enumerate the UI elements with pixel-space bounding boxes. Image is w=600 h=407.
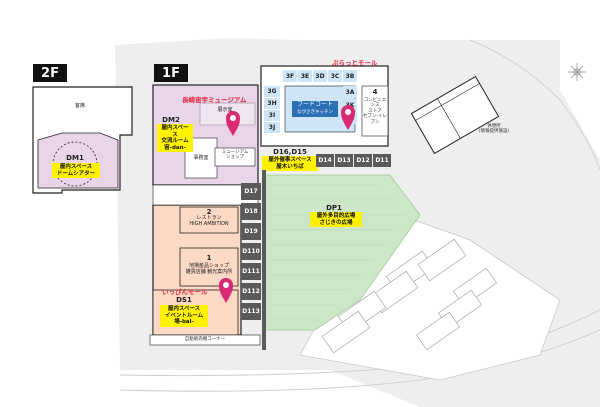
stall-column: D17 D18 D19 D110 D111 D112 D113 [241,183,261,320]
shop-cell[interactable]: 3B [343,70,357,82]
stall-cell[interactable]: D11 [373,154,391,167]
rest-area-building [410,75,500,155]
shop-cell[interactable]: 3C [328,70,342,82]
shop-cell[interactable]: 3L [343,112,357,124]
stall-cell[interactable]: D12 [354,154,372,167]
stall-cell[interactable]: D110 [241,243,261,260]
atm-strip [149,334,261,346]
dp1-label[interactable]: 屋外多目的広場 さじきの広場 [310,212,362,228]
restaurant-label[interactable]: レストラン HIGH AMBITION [189,215,229,227]
stall-cell[interactable]: D113 [241,303,261,320]
stall-row: D14 D13 D12 D11 [316,154,391,167]
stall-cell[interactable]: D19 [241,223,261,240]
shop-cell[interactable]: 3H [264,98,280,109]
shop-cell[interactable]: 3G [264,86,280,97]
stall-cell[interactable]: D13 [335,154,353,167]
foodcourt-top-shops: 3F 3E 3D 3C 3B [283,70,357,82]
d16-code: D16,D15 [273,148,307,156]
stall-cell[interactable]: D18 [241,203,261,220]
floor-2f-badge: 2F [33,64,67,82]
ds1-code: DS1 [176,296,192,304]
ds1-label[interactable]: 屋内スペース イベントルーム 場-bal- [160,305,208,327]
dp1-code: DP1 [326,204,342,212]
museum-shop-label: ミュージアム ショップ [221,150,249,161]
dm2-code: DM2 [162,116,180,124]
shop-cell[interactable]: 3J [264,122,280,133]
shop-cell[interactable]: 3F [283,70,297,82]
parking-stalls [321,238,497,354]
dm1-code: DM1 [66,154,84,162]
stall-column-backing [262,170,266,350]
shop-cell[interactable]: 3E [298,70,312,82]
foodcourt-title: フードコート [296,101,333,108]
restaurant-number: 2 [206,208,212,216]
foodcourt-right-shops: 3A 3K 3L [343,86,357,124]
foodcourt-title-box[interactable]: フードコート ながさきキッチン [292,101,338,117]
floor1-shop-area [214,147,256,167]
shop-number: 1 [206,254,212,262]
exhibit-room-label: 展示室 [217,107,233,113]
shop-cell[interactable]: 3I [264,110,280,121]
store-box [361,85,389,137]
restaurant-box [179,206,239,234]
d16-label[interactable]: 屋外催事スペース 屋木いちば [262,156,318,172]
office-label: 事務室 [193,155,209,161]
stall-cell[interactable]: D17 [241,183,261,200]
floor-1f-badge: 1F [154,64,188,82]
plat-mall-title: ぷらっとモール [332,59,378,67]
atm-corner-label: 自動販売機コーナー [184,337,226,342]
stall-cell[interactable]: D111 [241,263,261,280]
shop-cell[interactable]: 3D [313,70,327,82]
floor2-top-room: 客席 [74,103,85,109]
road-line [469,39,600,171]
dm1-label[interactable]: 屋内スペース ドームシアター [52,163,100,179]
convenience-store-label[interactable]: コンビニエンス ストア セブン-イレブン [362,98,388,125]
rest-area-label: 休憩所 (情報提供施設) [478,124,510,135]
store-number: 4 [372,88,378,96]
stall-cell[interactable]: D14 [316,154,334,167]
shop-cell[interactable]: 3A [343,86,357,98]
foodcourt-left-shops: 3G 3H 3I 3J [264,86,280,133]
shop-cell[interactable]: 3K [343,99,357,111]
shop-label[interactable]: 地場産品ショップ 雑貨店舗 観光案内所 [185,263,233,275]
ippin-mall-title: いっぴんモール [162,288,208,296]
dm2-label[interactable]: 屋内スペース 交流ルーム 宙-dan- [157,124,193,153]
stall-cell[interactable]: D112 [241,283,261,300]
foodcourt-subtitle: ながさきキッチン [297,110,333,115]
museum-title: 長崎宙宇ミュージアム [182,96,247,104]
compass-rose [568,63,586,81]
